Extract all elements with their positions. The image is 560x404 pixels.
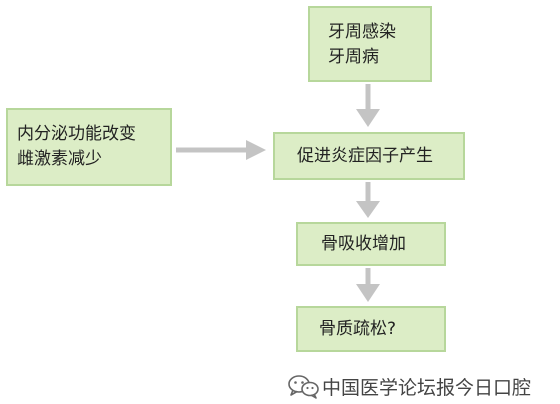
node-bone-resorption: 骨吸收增加	[296, 222, 446, 266]
node-line: 骨质疏松?	[319, 319, 397, 339]
node-inflammatory-factors: 促进炎症因子产生	[273, 132, 465, 180]
node-periodontal-infection: 牙周感染 牙周病	[308, 6, 432, 82]
arrow-resorption-to-osteoporosis	[356, 268, 380, 302]
watermark-text: 中国医学论坛报今日口腔	[322, 376, 532, 399]
node-endocrine-change: 内分泌功能改变 雌激素减少	[6, 108, 172, 186]
node-line: 牙周感染	[328, 22, 396, 42]
node-osteoporosis: 骨质疏松?	[296, 306, 446, 352]
node-line: 骨吸收增加	[321, 234, 406, 254]
node-line: 促进炎症因子产生	[297, 146, 433, 166]
node-line: 雌激素减少	[17, 149, 102, 169]
watermark: 中国医学论坛报今日口腔	[286, 371, 531, 401]
node-line: 内分泌功能改变	[17, 124, 136, 144]
arrow-endocrine-to-inflammatory	[176, 140, 266, 160]
node-line: 牙周病	[328, 47, 379, 67]
wechat-icon	[288, 375, 319, 399]
arrow-inflammatory-to-resorption	[356, 182, 380, 218]
arrow-periodontal-to-inflammatory	[356, 84, 380, 127]
